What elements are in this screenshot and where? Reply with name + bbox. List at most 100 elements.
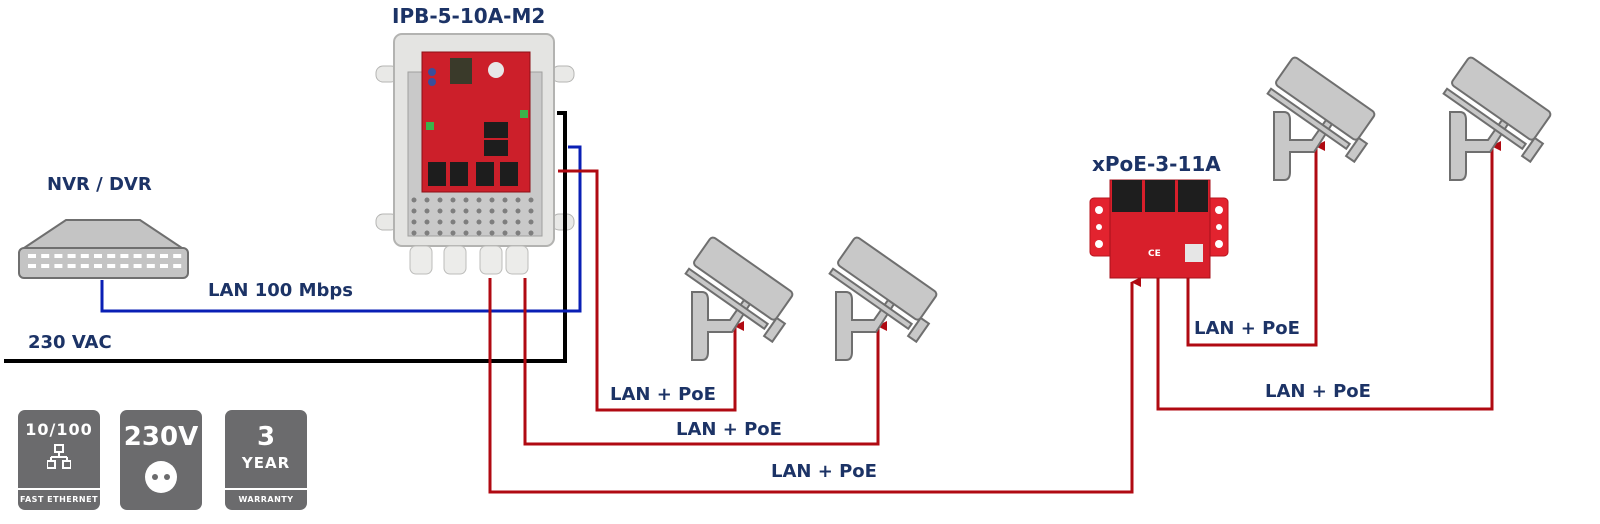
plate-hole — [411, 197, 417, 203]
badge-footer: WARRANTY — [225, 488, 307, 510]
plate-hole — [476, 197, 482, 203]
power-line — [4, 111, 567, 363]
plate-hole — [515, 197, 521, 203]
lan-100-line — [100, 145, 582, 313]
plate-hole — [489, 219, 495, 225]
plate-hole — [463, 230, 469, 236]
nvr-port — [94, 254, 102, 258]
badge-footer: FAST ETHERNET — [18, 488, 100, 510]
plate-hole — [450, 197, 456, 203]
plate-hole — [489, 208, 495, 214]
plate-hole — [424, 197, 430, 203]
svg-text:CE: CE — [1148, 249, 1161, 259]
camera-icon — [1439, 55, 1562, 181]
nvr-port — [80, 264, 89, 268]
nvr-port — [54, 254, 63, 258]
plate-hole — [411, 219, 417, 225]
badge-year-text: YEAR — [241, 454, 291, 472]
nvr-title: NVR / DVR — [47, 174, 152, 195]
plate-hole — [515, 219, 521, 225]
badge-voltage-text: 230V — [123, 422, 199, 452]
badge-speed-text: 10/100 — [25, 420, 93, 439]
nvr-port — [133, 254, 142, 258]
plate-hole — [437, 197, 443, 203]
plate-hole — [424, 208, 430, 214]
plate-hole — [502, 230, 508, 236]
plate-hole — [502, 219, 508, 225]
plate-hole — [463, 219, 469, 225]
poe-label-camera-1: LAN + PoE — [610, 384, 716, 405]
nvr-port — [173, 264, 182, 268]
poe-label-camera-4: LAN + PoE — [1265, 381, 1371, 402]
nvr-port — [107, 264, 116, 268]
nvr-port — [28, 254, 36, 258]
mains-label: 230 VAC — [28, 332, 112, 353]
poe-line-camera-1 — [558, 169, 744, 412]
poe-line-camera-2 — [523, 278, 887, 446]
plate-hole — [437, 208, 443, 214]
camera-icon — [681, 235, 804, 361]
plate-hole — [450, 230, 456, 236]
badge-230v: 230V — [120, 410, 202, 510]
plate-hole — [463, 197, 469, 203]
plate-hole — [489, 230, 495, 236]
plate-hole — [515, 208, 521, 214]
plate-hole — [476, 219, 482, 225]
plate-hole — [450, 219, 456, 225]
plate-hole — [528, 197, 534, 203]
nvr-port — [120, 264, 129, 268]
plate-hole — [476, 208, 482, 214]
camera-icon — [825, 235, 948, 361]
plate-hole — [411, 230, 417, 236]
nvr-port — [67, 254, 76, 258]
nvr-port — [67, 264, 76, 268]
nvr-port — [146, 264, 155, 268]
poe-label-xpoe: LAN + PoE — [771, 461, 877, 482]
nvr-port — [94, 264, 102, 268]
nvr-port — [120, 254, 129, 258]
nvr-port — [133, 264, 142, 268]
plate-hole — [515, 230, 521, 236]
plate-hole — [528, 230, 534, 236]
poe-label-camera-3: LAN + PoE — [1194, 318, 1300, 339]
nvr-port — [28, 264, 36, 268]
splitter-title: IPB-5-10A-M2 — [392, 4, 546, 28]
plate-hole — [437, 230, 443, 236]
nvr-port — [146, 254, 155, 258]
nvr-port — [41, 254, 50, 258]
ipb-splitter-enclosure — [375, 33, 575, 275]
poe-line-camera-4 — [1156, 141, 1501, 411]
nvr-port — [80, 254, 89, 258]
poe-line-camera-3 — [1186, 141, 1325, 347]
plate-hole — [411, 208, 417, 214]
badge-warranty: 3 YEAR WARRANTY — [225, 410, 307, 510]
xpoe-extender-board: CE — [1089, 179, 1229, 279]
plate-hole — [424, 219, 430, 225]
nvr-port — [54, 264, 63, 268]
badge-years-text: 3 — [256, 422, 276, 452]
plate-hole — [476, 230, 482, 236]
power-socket-icon — [145, 461, 177, 493]
xpoe-title: xPoE-3-11A — [1092, 152, 1221, 176]
plate-hole — [528, 219, 534, 225]
plate-hole — [424, 230, 430, 236]
plate-hole — [528, 208, 534, 214]
nvr-port — [173, 254, 182, 258]
camera-icon — [1263, 55, 1386, 181]
plate-hole — [502, 197, 508, 203]
plate-hole — [450, 208, 456, 214]
plate-hole — [489, 197, 495, 203]
network-topology-icon — [47, 444, 71, 469]
nvr-port — [41, 264, 50, 268]
nvr-port — [160, 264, 168, 268]
nvr-port — [107, 254, 116, 258]
nvr-dvr-device — [18, 219, 189, 279]
poe-label-camera-2: LAN + PoE — [676, 419, 782, 440]
badge-fast-ethernet: 10/100 FAST ETHERNET — [18, 410, 100, 510]
plate-hole — [437, 219, 443, 225]
nvr-port — [160, 254, 168, 258]
lan-100-label: LAN 100 Mbps — [208, 280, 353, 301]
poe-line-xpoe — [488, 277, 1141, 494]
